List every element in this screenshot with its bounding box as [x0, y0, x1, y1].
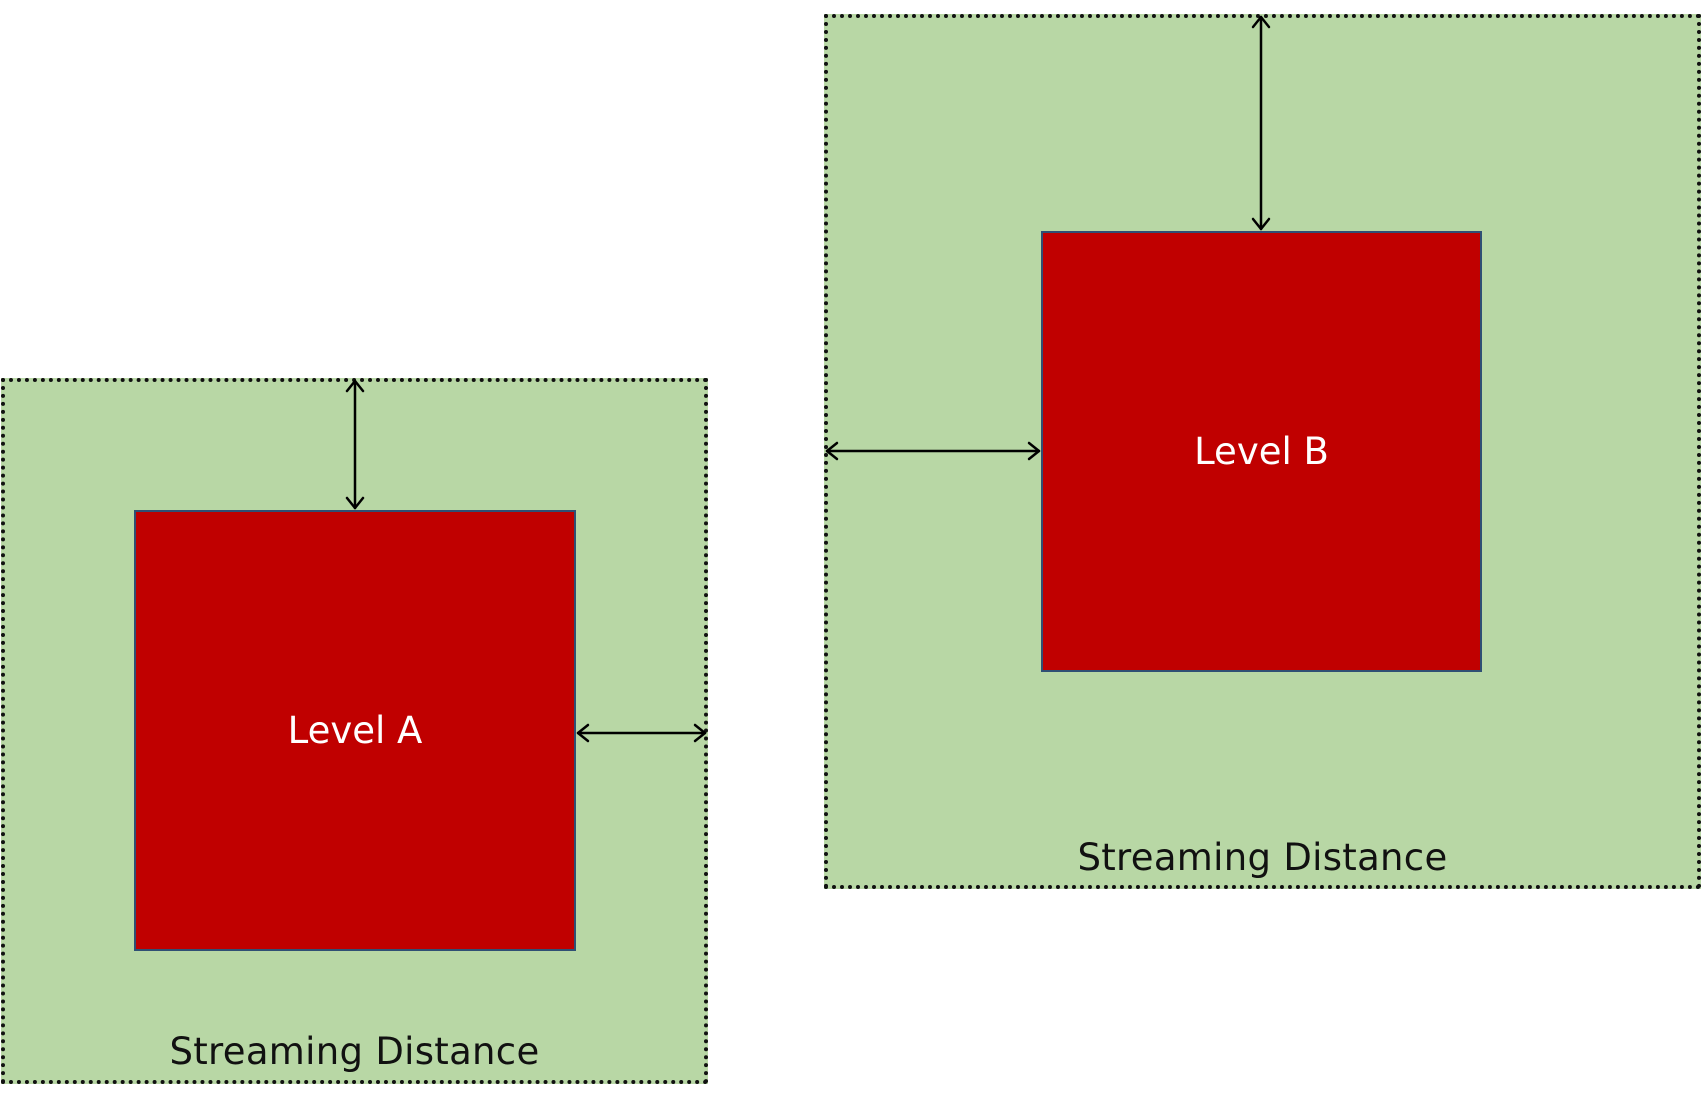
level-a-box: Level A: [134, 510, 576, 951]
streaming-distance-label-b: Streaming Distance: [1077, 836, 1448, 879]
level-b-label: Level B: [1194, 430, 1329, 473]
streaming-distance-label-a: Streaming Distance: [169, 1030, 540, 1073]
level-a-label: Level A: [287, 709, 423, 752]
level-b-box: Level B: [1041, 231, 1482, 672]
